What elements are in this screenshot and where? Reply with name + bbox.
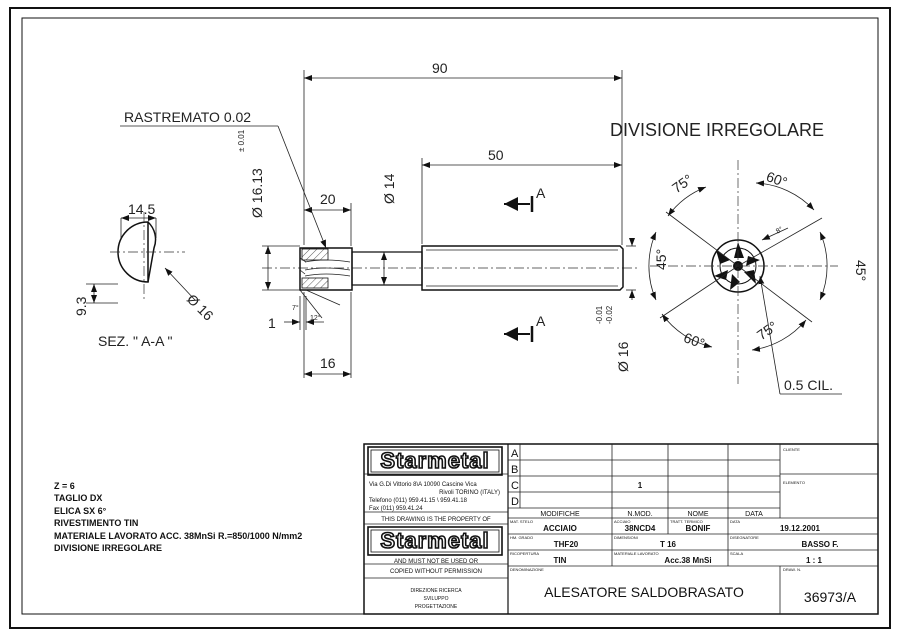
angle-60-bottom: 60° [682, 329, 707, 351]
angle-75-top: 75° [669, 171, 696, 196]
dim-tol-upper: -0.01 [595, 305, 604, 324]
angle-45-right: 45° [853, 260, 869, 281]
property-line-3: COPIED WITHOUT PERMISSION [390, 569, 482, 575]
title-block [363, 443, 879, 615]
svg-text:Starmetal: Starmetal [380, 448, 489, 473]
reamer-side-view [262, 245, 640, 291]
cut-arrow-bottom [504, 326, 534, 342]
rev-letter-c: C [511, 480, 519, 492]
hdr-data: DATA [745, 511, 763, 518]
val-data: 19.12.2001 [780, 524, 821, 533]
property-line-2: AND MUST NOT BE USED OR [394, 559, 479, 565]
direzione-3: PROGETTAZIONE [415, 604, 458, 610]
dim-tol-001: ± 0.01 [237, 129, 246, 152]
note-line: RIVESTIMENTO TIN [54, 518, 139, 529]
company-address-1: Via G.Di Vittorio 8\A 10090 Cascine Vica [369, 482, 477, 488]
company-tel: Telefono (011) 959.41.15 \ 959.41.18 [369, 498, 468, 504]
section-height-dim: 9.3 [73, 296, 89, 316]
dim-7deg: 7° [292, 304, 299, 312]
lbl-tratt: TRATT. TERMICO [670, 519, 703, 524]
lbl-dimensioni: DIMENSIONI [614, 535, 638, 540]
section-view [86, 212, 196, 304]
dim-dia-14: Ø 14 [381, 173, 397, 204]
starmetal-logo-top: Starmetal [367, 446, 503, 476]
val-mat-stelo: ACCIAIO [543, 524, 577, 533]
cut-arrow-top [504, 196, 534, 212]
lbl-acciaio: ACCIAIO [614, 519, 630, 524]
dim-20: 20 [320, 191, 336, 207]
val-acciaio: 38NCD4 [625, 524, 656, 533]
val-dimensioni: T 16 [660, 540, 677, 549]
lbl-cliente: CLIENTE [783, 447, 800, 452]
val-ricopertura: TIN [554, 556, 567, 565]
lbl-denominazione: DENOMINAZIONE [510, 567, 544, 572]
cil-label: 0.5 CIL. [784, 377, 833, 393]
angle-8deg: 8° [775, 225, 785, 235]
lbl-materiale: MATERIALE LAVORATO [614, 551, 659, 556]
dim-12deg: 12° [310, 314, 321, 322]
note-line: TAGLIO DX [54, 493, 103, 504]
divisione-title: DIVISIONE IRREGOLARE [610, 120, 824, 140]
rev-letter-b: B [511, 464, 518, 476]
direzione-2: SVILUPPO [423, 596, 448, 602]
section-width-dim: 14.5 [128, 201, 155, 217]
starmetal-logo-bottom: Starmetal [367, 526, 503, 556]
lbl-draw: DRAW. N. [783, 567, 801, 572]
val-disegnatore: BASSO F. [802, 540, 839, 549]
rev-letter-d: D [511, 496, 519, 508]
lbl-disegnatore: DISEGNATORE [730, 535, 759, 540]
hdr-nmod: N.MOD. [627, 511, 652, 518]
general-notes: Z = 6 TAGLIO DX ELICA SX 6° RIVESTIMENTO… [54, 480, 302, 554]
lbl-mat-stelo: MAT. STELO [510, 519, 533, 524]
angle-60-top: 60° [764, 168, 789, 190]
note-line: MATERIALE LAVORATO ACC. 38MnSi R.=850/10… [54, 530, 303, 541]
section-dia-dim: Ø 16 [184, 291, 217, 324]
lbl-elemento: ELEMENTO [783, 480, 805, 485]
note-line: DIVISIONE IRREGOLARE [54, 543, 163, 554]
lbl-scala: SCALA [730, 551, 743, 556]
direzione-1: DIREZIONE RICERCA [410, 588, 462, 594]
rastremato-label: RASTREMATO 0.02 [124, 109, 251, 125]
note-line: ELICA SX 6° [54, 505, 107, 516]
val-scala: 1 : 1 [806, 556, 823, 565]
property-line-1: THIS DRAWING IS THE PROPERTY OF [381, 517, 491, 523]
angle-45-left: 45° [653, 249, 669, 270]
val-denominazione: ALESATORE SALDOBRASATO [544, 584, 744, 600]
val-materiale: Acc.38 MnSi [664, 556, 711, 565]
rev-letter-a: A [511, 448, 519, 460]
dim-50: 50 [488, 147, 504, 163]
dim-1: 1 [268, 315, 276, 331]
angle-75-bottom: 75° [754, 318, 781, 343]
lbl-data: DATA [730, 519, 740, 524]
dim-tol-lower: -0.02 [605, 305, 614, 324]
cut-label-top: A [536, 185, 546, 201]
cut-label-bottom: A [536, 313, 546, 329]
svg-text:Starmetal: Starmetal [380, 528, 489, 553]
dim-dia-1613: Ø 16.13 [249, 168, 265, 218]
lbl-ricopertura: RICOPERTURA [510, 551, 539, 556]
val-tratt: BONIF [686, 524, 711, 533]
lbl-hm: HM. GRADO [510, 535, 533, 540]
dim-16: 16 [320, 355, 336, 371]
dim-dia-16: Ø 16 [615, 341, 631, 372]
end-view [648, 160, 842, 395]
company-address-2: Rivoli TORINO (ITALY) [439, 490, 500, 496]
rev-nmod-value: 1 [638, 481, 643, 490]
dim-90: 90 [432, 60, 448, 76]
hdr-modifiche: MODIFICHE [540, 511, 580, 518]
val-draw: 36973/A [804, 589, 857, 605]
val-hm: THF20 [554, 540, 579, 549]
company-fax: Fax (011) 959.41.24 [369, 506, 423, 512]
note-line: Z = 6 [54, 481, 75, 491]
outer-border [9, 7, 891, 629]
hdr-nome: NOME [688, 511, 709, 518]
section-label: SEZ. " A-A " [98, 333, 173, 349]
